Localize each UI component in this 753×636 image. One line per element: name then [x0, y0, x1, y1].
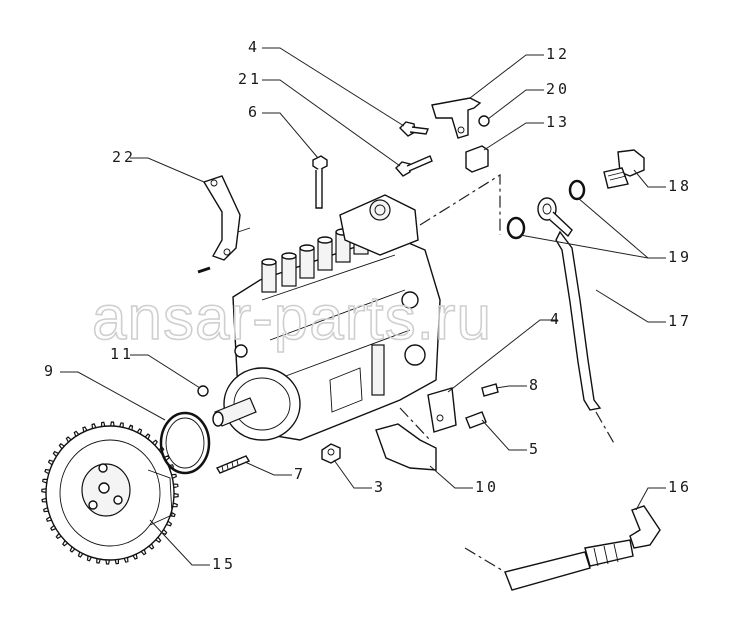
- washer-19-a: [568, 179, 586, 201]
- callout-3: 3: [374, 478, 386, 496]
- small-seal: [197, 385, 209, 397]
- long-bolt: [312, 155, 328, 209]
- callout-18: 18: [668, 177, 692, 195]
- callout-9: 9: [44, 362, 56, 380]
- mount-bracket: [375, 423, 437, 471]
- callout-6: 6: [248, 103, 260, 121]
- fitting-pipe: [504, 505, 661, 591]
- bolt-21: [395, 155, 433, 177]
- banjo-bolt: [603, 149, 645, 189]
- injection-pump-body: [212, 194, 441, 441]
- callout-8: 8: [529, 376, 541, 394]
- bolt-5: [465, 411, 487, 429]
- callout-15: 15: [212, 555, 236, 573]
- clip: [431, 97, 482, 139]
- callout-12: 12: [546, 45, 570, 63]
- callout-16: 16: [668, 478, 692, 496]
- callout-4-mid: 4: [550, 310, 562, 328]
- bracket: [202, 175, 251, 261]
- stud: [215, 455, 251, 474]
- callout-7: 7: [294, 465, 306, 483]
- callout-22: 22: [112, 148, 136, 166]
- o-ring: [159, 411, 211, 475]
- clamp: [465, 145, 489, 173]
- plate: [427, 387, 457, 433]
- small-bolt-top: [399, 121, 429, 137]
- fuel-pipe: [537, 197, 602, 411]
- callout-13: 13: [546, 113, 570, 131]
- washer-19-b: [506, 216, 526, 240]
- callout-4-top: 4: [248, 38, 260, 56]
- callout-labels: 4 21 6 22 12 20 13 18 19 17 11 4 8 5 9 7…: [44, 38, 692, 573]
- leader-lines: [60, 47, 666, 566]
- callout-10: 10: [475, 478, 499, 496]
- nut: [321, 443, 341, 464]
- callout-5: 5: [529, 440, 541, 458]
- callout-11: 11: [110, 345, 134, 363]
- callout-19: 19: [668, 248, 692, 266]
- bolt-8: [481, 383, 499, 397]
- callout-21: 21: [238, 70, 262, 88]
- callout-20: 20: [546, 80, 570, 98]
- callout-17: 17: [668, 312, 692, 330]
- watermark: ansar-parts.ru: [92, 284, 492, 353]
- washer-20: [478, 115, 490, 127]
- drive-gear: [41, 421, 179, 565]
